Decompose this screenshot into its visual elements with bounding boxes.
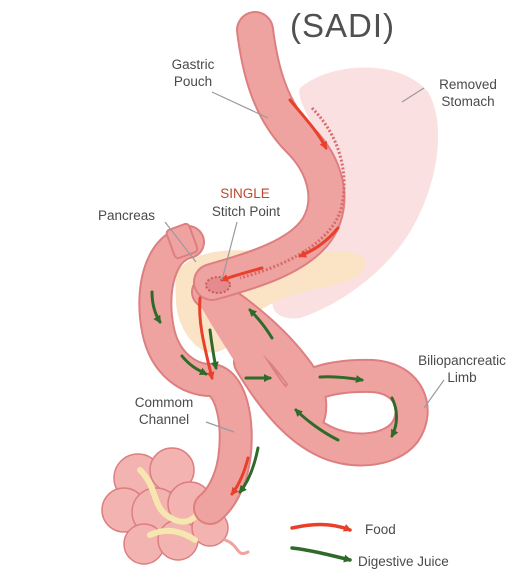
label-common-channel-line1: Commom	[122, 394, 206, 411]
diagram-title: (SADI)	[290, 8, 395, 44]
label-gastric-pouch: Gastric Pouch	[158, 56, 228, 90]
label-biliopancreatic-line1: Biliopancreatic	[404, 352, 520, 369]
label-removed-stomach: Removed Stomach	[426, 76, 510, 110]
label-biliopancreatic-limb: Biliopancreatic Limb	[404, 352, 520, 386]
label-common-channel-line2: Channel	[122, 411, 206, 428]
label-removed-stomach-line1: Removed	[426, 76, 510, 93]
label-common-channel: Commom Channel	[122, 394, 206, 428]
legend-juice-label: Digestive Juice	[358, 553, 449, 570]
label-pancreas: Pancreas	[98, 207, 155, 224]
legend-food-arrow	[292, 525, 350, 531]
legend-juice-arrow	[292, 548, 350, 560]
label-removed-stomach-line2: Stomach	[426, 93, 510, 110]
label-single: SINGLE	[210, 185, 280, 202]
legend-food-label: Food	[365, 521, 396, 538]
label-biliopancreatic-line2: Limb	[404, 369, 520, 386]
label-gastric-pouch-line1: Gastric	[158, 56, 228, 73]
label-gastric-pouch-line2: Pouch	[158, 73, 228, 90]
label-stitch-point: Stitch Point	[198, 203, 294, 220]
